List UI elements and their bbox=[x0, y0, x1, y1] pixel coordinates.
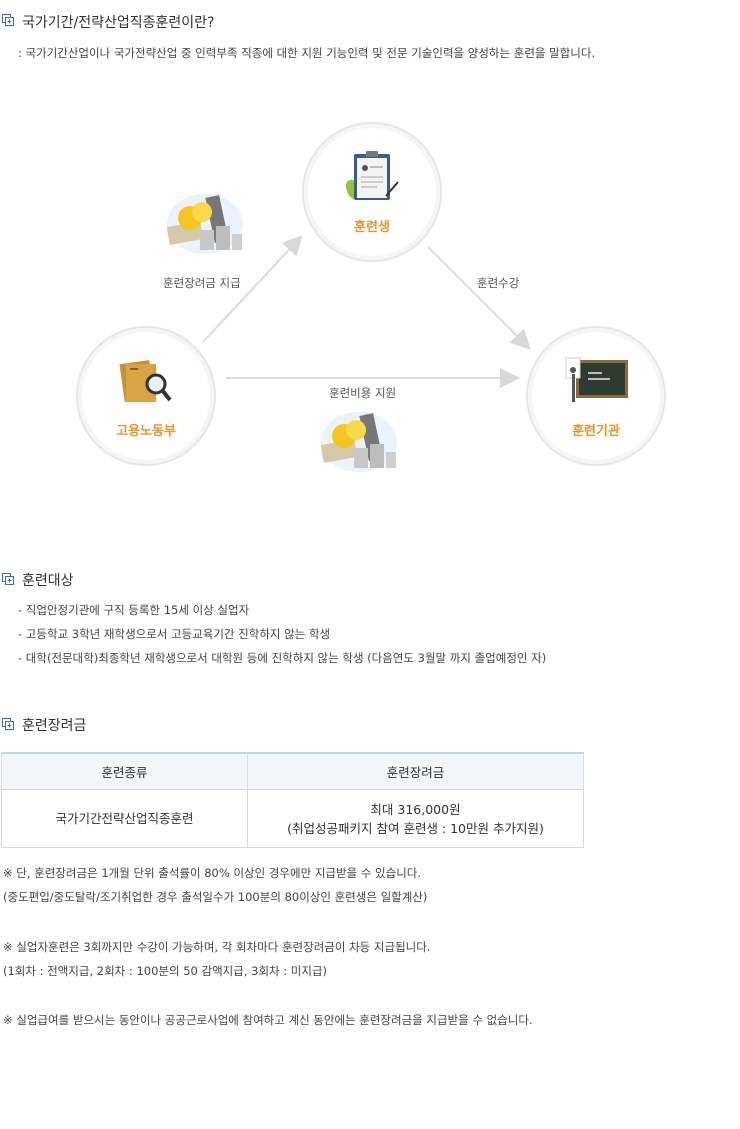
folder-magnifier-icon bbox=[119, 360, 172, 402]
target-item: - 직업안정기관에 구직 등록한 15세 이상 실업자 bbox=[18, 603, 250, 617]
allowance-table: 훈련종류 훈련장려금 국가기간전략산업직종훈련 최대 316,000원 (취업성… bbox=[1, 752, 584, 848]
table-header-cell: 훈련장려금 bbox=[247, 752, 584, 790]
money-pile-icon bbox=[166, 194, 243, 254]
note-text: ※ 실업급여를 받으시는 동안이나 공공근로사업에 참여하고 계신 동안에는 훈… bbox=[3, 1013, 533, 1027]
table-cell-type: 국가기간전략산업직종훈련 bbox=[1, 789, 248, 848]
note-text: ※ 단, 훈련장려금은 1개월 단위 출석률이 80% 이상인 경우에만 지급받… bbox=[3, 866, 422, 880]
note-text: (1회차 : 전액지급, 2회차 : 100분의 50 감액지급, 3회차 : … bbox=[3, 964, 328, 978]
node-label-ministry: 고용노동부 bbox=[116, 424, 176, 439]
clipboard-icon bbox=[345, 151, 399, 201]
node-trainee: 훈련생 bbox=[302, 122, 442, 262]
note-text: (중도편입/중도탈락/조기취업한 경우 출석일수가 100분의 80이상인 훈련… bbox=[3, 890, 428, 904]
target-item: - 대학(전문대학)최종학년 재학생으로서 대학원 등에 진학하지 않는 학생 … bbox=[18, 651, 547, 665]
section-bullet-icon bbox=[2, 573, 14, 585]
target-item: - 고등학교 3학년 재학생으로서 고등교육기간 진학하지 않는 학생 bbox=[18, 627, 331, 641]
node-ministry: 고용노동부 bbox=[76, 326, 216, 466]
amount-line: (취업성공패키지 참여 훈련생 : 10만원 추가지원) bbox=[287, 820, 544, 836]
amount-line: 최대 316,000원 bbox=[370, 801, 461, 817]
note-text: ※ 실업자훈련은 3회까지만 수강이 가능하며, 각 회차마다 훈련장려금이 차… bbox=[3, 940, 431, 954]
section-bullet-icon bbox=[2, 718, 14, 730]
node-label-trainee: 훈련생 bbox=[354, 220, 390, 235]
node-label-institution: 훈련기관 bbox=[572, 424, 620, 439]
section-bullet-icon bbox=[2, 14, 14, 26]
arrow-trainee-to-institution bbox=[427, 246, 531, 350]
table-row: 국가기간전략산업직종훈련 최대 316,000원 (취업성공패키지 참여 훈련생… bbox=[1, 789, 584, 848]
node-institution: 훈련기관 bbox=[526, 326, 666, 466]
flow-label-cost: 훈련비용 지원 bbox=[329, 386, 397, 400]
flow-label-allowance: 훈련장려금 지급 bbox=[163, 276, 241, 290]
table-cell-amount: 최대 316,000원 (취업성공패키지 참여 훈련생 : 10만원 추가지원) bbox=[247, 789, 584, 848]
blackboard-icon bbox=[565, 357, 628, 402]
section-title-definition: 국가기간/전략산업직종훈련이란? bbox=[22, 15, 215, 31]
definition-text: : 국가기간산업이나 국가전략산업 중 인력부족 직종에 대한 지원 기능인력 … bbox=[18, 46, 596, 60]
money-pile-icon bbox=[320, 412, 397, 472]
section-title-target: 훈련대상 bbox=[22, 573, 74, 589]
flow-arrows bbox=[202, 235, 531, 388]
table-header-row: 훈련종류 훈련장려금 bbox=[1, 752, 584, 790]
table-header-cell: 훈련종류 bbox=[1, 752, 248, 790]
arrow-ministry-to-trainee bbox=[202, 235, 303, 343]
section-title-allowance: 훈련장려금 bbox=[22, 718, 87, 734]
flow-label-attend: 훈련수강 bbox=[477, 276, 520, 290]
